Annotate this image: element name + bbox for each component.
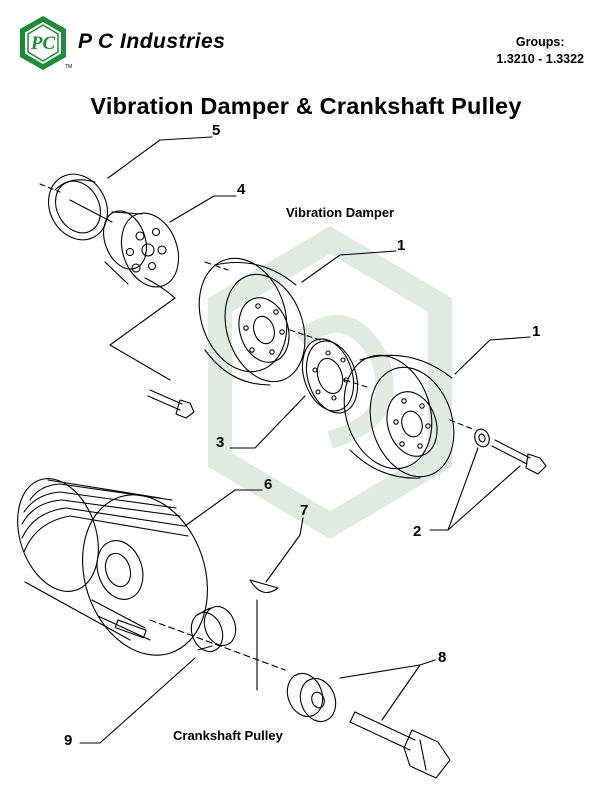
part-crankshaft-pulley: [17, 478, 286, 671]
callout-6: 6: [264, 476, 273, 493]
groups-info: Groups: 1.3210 - 1.3322: [496, 34, 584, 68]
leader-4: [169, 195, 237, 223]
exploded-parts-diagram: [17, 136, 547, 779]
callout-5: 5: [212, 122, 221, 139]
callout-8: 8: [438, 649, 447, 666]
pc-industries-logo: PC TM: [20, 16, 72, 70]
leader-7: [265, 517, 304, 583]
part-damper-lower: [343, 354, 476, 479]
callout-2: 2: [413, 523, 422, 540]
page-title: Vibration Damper & Crankshaft Pulley: [90, 93, 522, 119]
part-washer-bolt: [474, 428, 547, 475]
header: PC TM P C Industries Groups: 1.3210 - 1.…: [0, 0, 612, 90]
callout-7: 7: [300, 502, 309, 519]
part-hub-bolt: [147, 389, 195, 419]
callout-1-upper: 1: [397, 237, 406, 254]
company-name: P C Industries: [78, 30, 226, 53]
callout-9: 9: [64, 732, 73, 749]
part-spacer-plate: [301, 338, 359, 414]
logo-monogram: PC: [30, 33, 56, 54]
leader-5: [107, 136, 213, 179]
leader-1a: [301, 250, 397, 283]
leader-8: [339, 659, 436, 721]
part-split-ring: [190, 605, 237, 653]
vibration-damper-label: Vibration Damper: [286, 205, 395, 220]
callout-3: 3: [216, 434, 225, 451]
crankshaft-pulley-label: Crankshaft Pulley: [173, 728, 283, 743]
leader-1b: [454, 336, 531, 375]
leader-6: [184, 489, 263, 527]
groups-label: Groups:: [515, 35, 565, 49]
part-damper-hub: [103, 210, 180, 381]
part-crank-bolt: [286, 672, 451, 779]
part-woodruff-key: [249, 579, 279, 691]
part-damper-upper: [198, 257, 321, 386]
callout-1-lower: 1: [532, 323, 541, 340]
leader-9: [79, 657, 196, 744]
watermark-logo: [208, 226, 452, 539]
part-seal-ring: [39, 173, 113, 241]
logo-trademark: TM: [65, 64, 72, 70]
callout-4: 4: [237, 181, 246, 198]
leader-3: [229, 395, 306, 449]
leader-2: [429, 447, 521, 531]
groups-range: 1.3210 - 1.3322: [496, 52, 584, 66]
